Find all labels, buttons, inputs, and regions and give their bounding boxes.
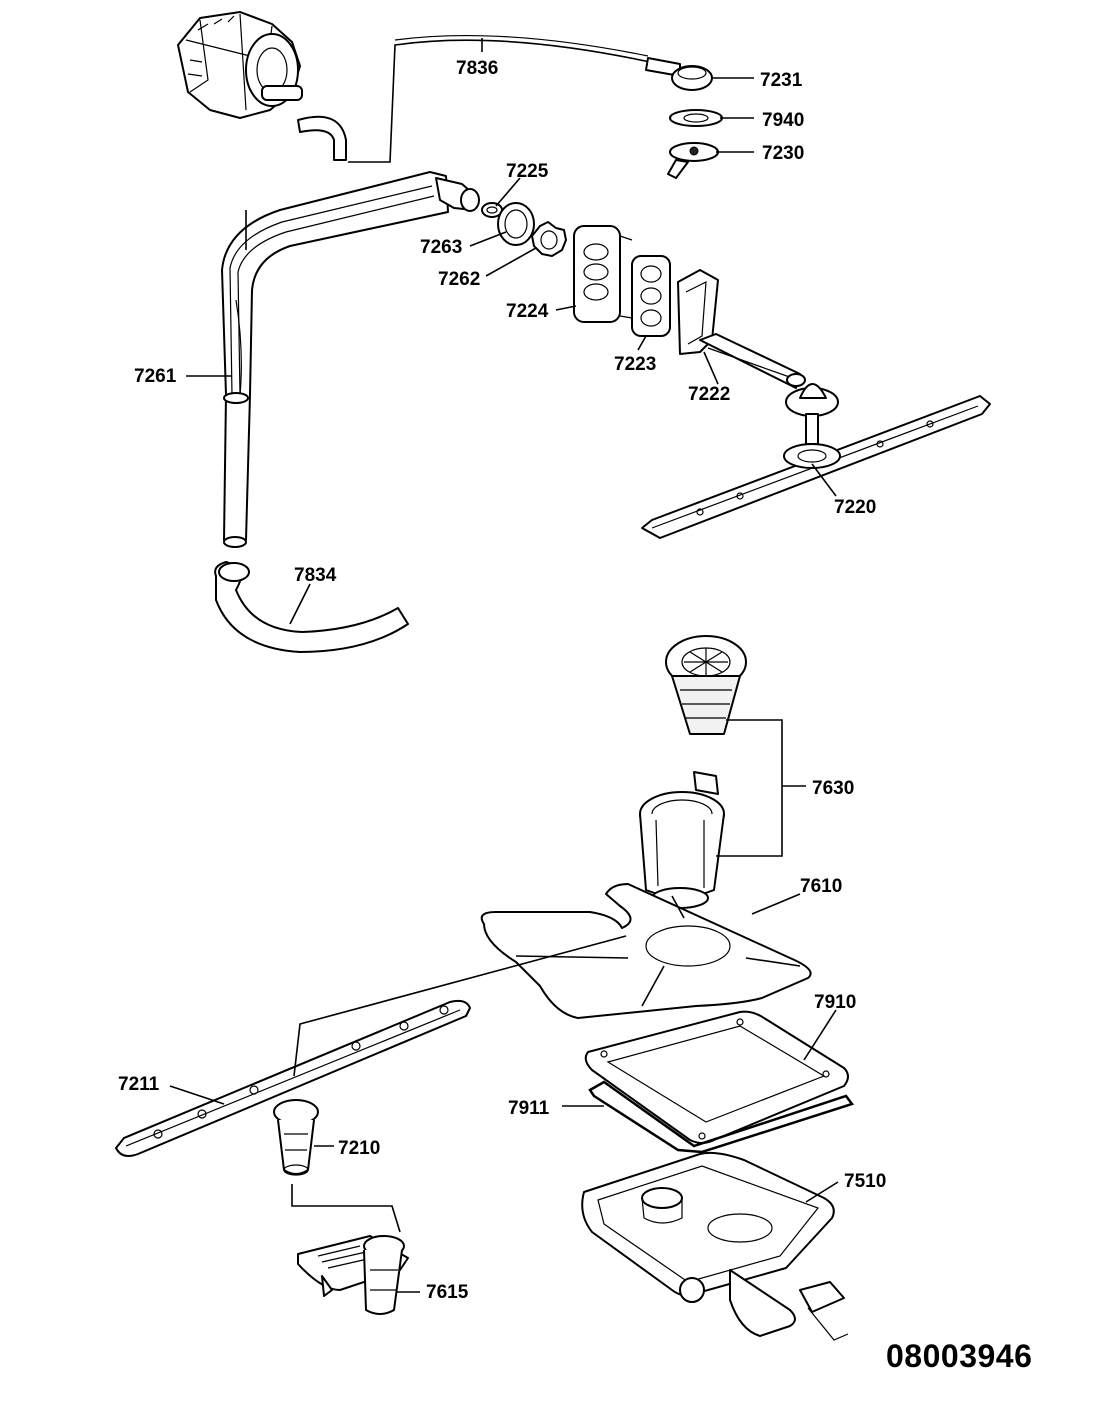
- label-7261: 7261: [134, 366, 177, 387]
- manifold-7224[interactable]: [573, 225, 633, 323]
- leader-lines: [169, 38, 839, 1293]
- gasket-7263[interactable]: [497, 202, 535, 246]
- gasket-7911[interactable]: [588, 1080, 855, 1154]
- label-7910: 7910: [814, 992, 856, 1013]
- distribution-tube-7222[interactable]: [677, 269, 806, 389]
- cap-7231[interactable]: [671, 65, 713, 91]
- label-7222: 7222: [688, 384, 730, 405]
- coarse-filter-7630[interactable]: [639, 771, 725, 909]
- label-7262: 7262: [438, 269, 480, 290]
- label-7263: 7263: [420, 237, 462, 258]
- part-labels: 7836 7231 7940 7230 7225 7263 7262 7224 …: [118, 58, 886, 1303]
- label-7836: 7836: [456, 58, 498, 79]
- ring-7940[interactable]: [669, 109, 723, 127]
- gasket-7223[interactable]: [631, 255, 671, 337]
- label-7911: 7911: [508, 1098, 550, 1119]
- drawing-reference-number: 08003946: [886, 1338, 1032, 1374]
- label-7230: 7230: [762, 143, 804, 164]
- nut-7262[interactable]: [531, 221, 567, 257]
- label-7630: 7630: [812, 778, 854, 799]
- sump-7510[interactable]: [581, 1151, 849, 1341]
- holder-7230[interactable]: [667, 142, 719, 179]
- label-7940: 7940: [762, 110, 804, 131]
- label-7223: 7223: [614, 354, 656, 375]
- label-7610: 7610: [800, 876, 842, 897]
- label-7220: 7220: [834, 497, 876, 518]
- frame-7910[interactable]: [584, 1010, 849, 1144]
- supply-pipe-7261[interactable]: [221, 171, 449, 548]
- label-7225: 7225: [506, 161, 549, 182]
- label-7510: 7510: [844, 1171, 886, 1192]
- label-7834: 7834: [294, 565, 337, 586]
- lower-spray-arm-7211[interactable]: [115, 999, 471, 1157]
- hose-7836[interactable]: [348, 34, 681, 163]
- label-7231: 7231: [760, 70, 803, 91]
- spray-arm-hub-7210[interactable]: [273, 1099, 319, 1176]
- arm-connector[interactable]: [435, 177, 480, 212]
- micro-filter-7630[interactable]: [665, 635, 747, 735]
- label-7615: 7615: [426, 1282, 469, 1303]
- hose-7834[interactable]: [214, 561, 409, 653]
- circulation-pump-motor[interactable]: [177, 11, 347, 161]
- upper-spray-arm-7220[interactable]: [641, 383, 991, 539]
- filter-plate-7610[interactable]: [480, 883, 812, 1019]
- label-7224: 7224: [506, 301, 549, 322]
- filter-insert-7615[interactable]: [297, 1235, 409, 1315]
- label-7211: 7211: [118, 1074, 160, 1095]
- label-7210: 7210: [338, 1138, 380, 1159]
